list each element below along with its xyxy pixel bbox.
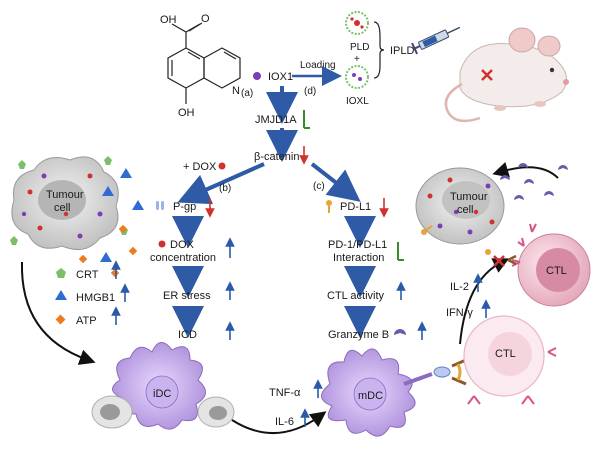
hmgb1-label: HMGB1 — [76, 292, 115, 304]
pgp-label: P-gp — [173, 201, 196, 213]
granzyme-icon — [394, 329, 406, 335]
icd-label: ICD — [178, 329, 197, 341]
pdl1-icon — [326, 200, 332, 213]
ctl-activity-label: CTL activity — [327, 290, 385, 302]
ifn-label: IFN-γ — [446, 307, 473, 319]
loading-label: Loading — [300, 60, 336, 71]
pld-brace — [373, 21, 385, 79]
plus-dox-label: + DOX — [183, 161, 217, 173]
jmjd1a-label: JMJD1A — [255, 114, 297, 126]
dox-concentration-label: concentration — [150, 252, 216, 264]
beta-catenin-label: β-catenin — [254, 151, 299, 163]
dead-cell-left — [91, 395, 133, 429]
ctl-top-label: CTL — [546, 265, 567, 277]
il6-label: IL-6 — [275, 416, 294, 428]
syringe-icon — [411, 26, 461, 55]
hmgb1-icon — [55, 290, 67, 300]
phenol-oh-label: OH — [178, 107, 195, 119]
label-d: (d) — [304, 86, 316, 97]
interaction-label: Interaction — [333, 252, 384, 264]
arrow-to-pdl1 — [310, 162, 361, 202]
dox-conc-dot — [158, 240, 166, 248]
iox1-molecule — [167, 22, 241, 104]
ring-n-label: N — [232, 85, 240, 97]
pld-label: PLD — [350, 42, 369, 53]
er-stress-label: ER stress — [163, 290, 211, 302]
tumour-right-pdl1 — [421, 225, 433, 235]
label-b: (b) — [219, 183, 231, 194]
carbonyl-o-label: O — [201, 13, 210, 25]
granzyme-packets — [500, 163, 568, 200]
atp-icon — [55, 314, 66, 325]
label-c: (c) — [313, 181, 325, 192]
tumour-right-line2: cell — [457, 204, 474, 216]
ctl-bottom-label: CTL — [495, 348, 516, 360]
tumour-cell-right — [415, 167, 505, 245]
pgp-icon — [161, 201, 164, 210]
tumour-left-line2: cell — [54, 202, 71, 214]
mouse-icon — [444, 27, 569, 123]
pld-particle — [345, 11, 369, 35]
il2-label: IL-2 — [450, 281, 469, 293]
arrow-to-pgp — [177, 162, 265, 205]
iox1-dot — [253, 72, 261, 80]
tnf-label: TNF-α — [269, 387, 301, 399]
mdc-cell — [321, 348, 433, 437]
ipld-label: IPLD — [390, 45, 415, 57]
idc-cell — [112, 342, 206, 430]
dead-cell-right — [197, 396, 235, 428]
pd1-label: PD-1/PD-L1 — [328, 239, 387, 251]
ctl-bottom-cell — [463, 315, 557, 405]
blocked-pd1-icon — [485, 249, 517, 267]
arrow-attack-tumour — [492, 162, 559, 179]
arrow-idc-to-mdc — [231, 411, 327, 435]
ioxl-label: IOXL — [346, 96, 369, 107]
arrow-tumour-to-idc — [20, 261, 96, 365]
tcr-mhc-icon — [433, 358, 467, 386]
crt-icon — [56, 268, 66, 278]
tumour-left-line1: Tumour — [46, 189, 84, 201]
ioxl-particle — [345, 65, 369, 89]
tumour-right-line1: Tumour — [450, 191, 488, 203]
ctl-top-cell — [511, 223, 591, 307]
granzyme-label: Granzyme B — [328, 329, 389, 341]
pdl1-label: PD-L1 — [340, 201, 371, 213]
idc-label: iDC — [153, 388, 171, 400]
plus-label: + — [354, 54, 360, 65]
cooh-oh-label: OH — [160, 14, 177, 26]
mdc-label: mDC — [358, 390, 383, 402]
dox-dot — [218, 162, 226, 170]
atp-label: ATP — [76, 315, 97, 327]
label-a: (a) — [241, 88, 253, 99]
iox1-label: IOX1 — [268, 71, 293, 83]
dox-label: DOX — [170, 239, 195, 251]
crt-label: CRT — [76, 269, 99, 281]
tumour-cell-left — [10, 156, 128, 251]
